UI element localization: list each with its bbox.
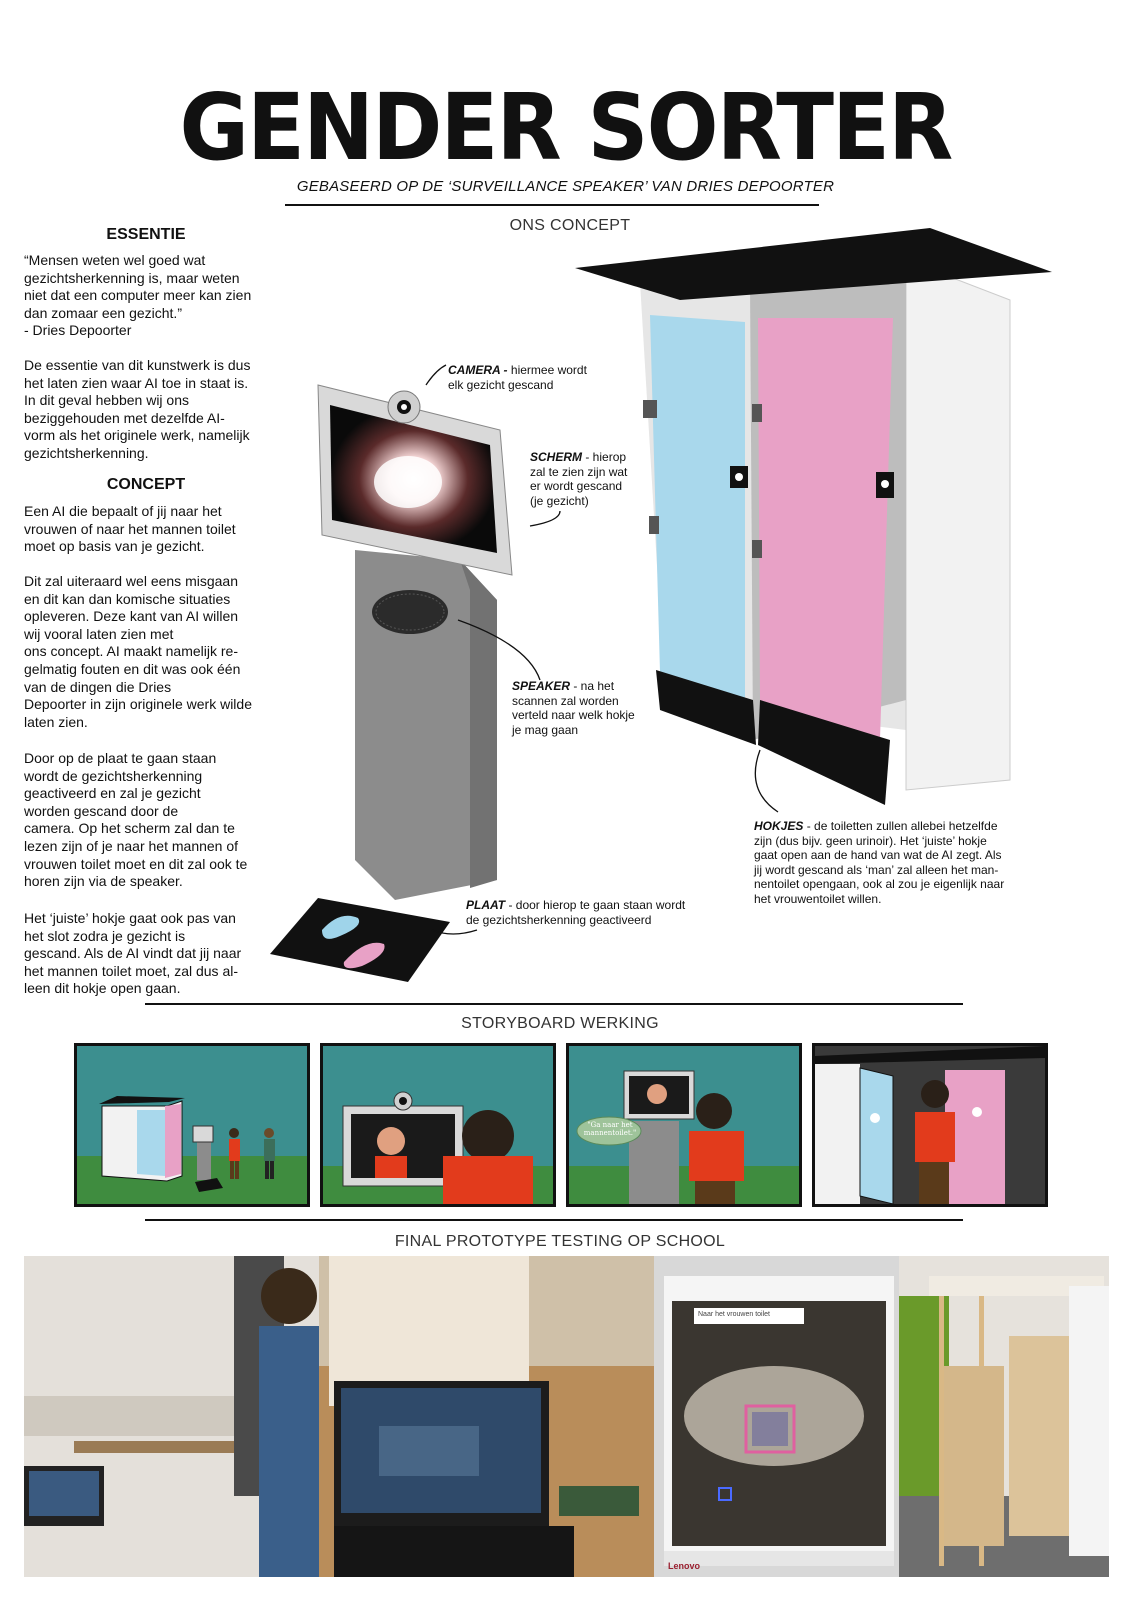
concept-paragraph-1: Een AI die bepaalt of jij naar het vrouw… [24,503,236,555]
final-divider-top [145,1219,963,1221]
essentie-heading: ESSENTIE [106,226,186,243]
storyboard-heading: STORYBOARD WERKING [461,1015,659,1032]
concept-paragraph-4: Het ‘juiste’ hokje gaat ook pas van het … [24,910,242,997]
page-subtitle: GEBASEERD OP DE ‘SURVEILLANCE SPEAKER’ V… [296,178,835,195]
storyboard-panel-3: "Ga naar het mannentoilet." [566,1043,802,1207]
floor-plate [270,898,450,982]
speaker-callout: SPEAKER - na het scannen zal worden vert… [512,679,635,737]
concept-paragraph-2: Dit zal uiteraard wel eens misgaan en di… [24,573,252,730]
screen-unit [317,384,513,576]
storyboard-panel-1 [74,1043,310,1207]
page-title: GENDER SORTER [179,74,954,181]
plaat-callout: PLAAT - door hierop te gaan staan wordt … [466,898,686,927]
speaker-stand [355,550,497,900]
laptop-brand: Lenovo [668,1561,701,1571]
storyboard-panel-2 [320,1043,556,1207]
speech-bubble-text: "Ga naar het mannentoilet." [583,1121,637,1137]
concept-illustration [270,228,1052,982]
final-section-heading: FINAL PROTOTYPE TESTING OP SCHOOL [394,1233,726,1250]
essentie-quote: “Mensen weten wel goed wat gezichtsherke… [24,252,252,339]
storyboard-divider-top [145,1003,963,1005]
concept-section-heading: ONS CONCEPT [509,217,631,234]
screen-box-text: Naar het vrouwen toilet [698,1311,770,1318]
photo-laptop [319,1256,654,1577]
toilet-cabin [575,228,1052,805]
scherm-callout: SCHERM - hierop zal te zien zijn wat er … [530,450,628,508]
photo-screen-scan: Naar het vrouwen toilet Lenovo [654,1256,899,1577]
camera-callout: CAMERA - hiermee wordt elk gezicht gesca… [448,363,587,392]
essentie-body: De essentie van dit kunstwerk is dus het… [24,357,251,461]
storyboard-panel-4 [812,1043,1048,1207]
hokjes-callout: HOKJES - de toiletten zullen allebei het… [754,819,1005,906]
concept-heading: CONCEPT [106,476,186,493]
header-divider [285,204,819,206]
callout-leaders [425,364,779,935]
photo-test-room [24,1256,319,1577]
photo-wooden-cabins [899,1256,1109,1577]
concept-paragraph-3: Door op de plaat te gaan staan wordt de … [24,750,248,890]
